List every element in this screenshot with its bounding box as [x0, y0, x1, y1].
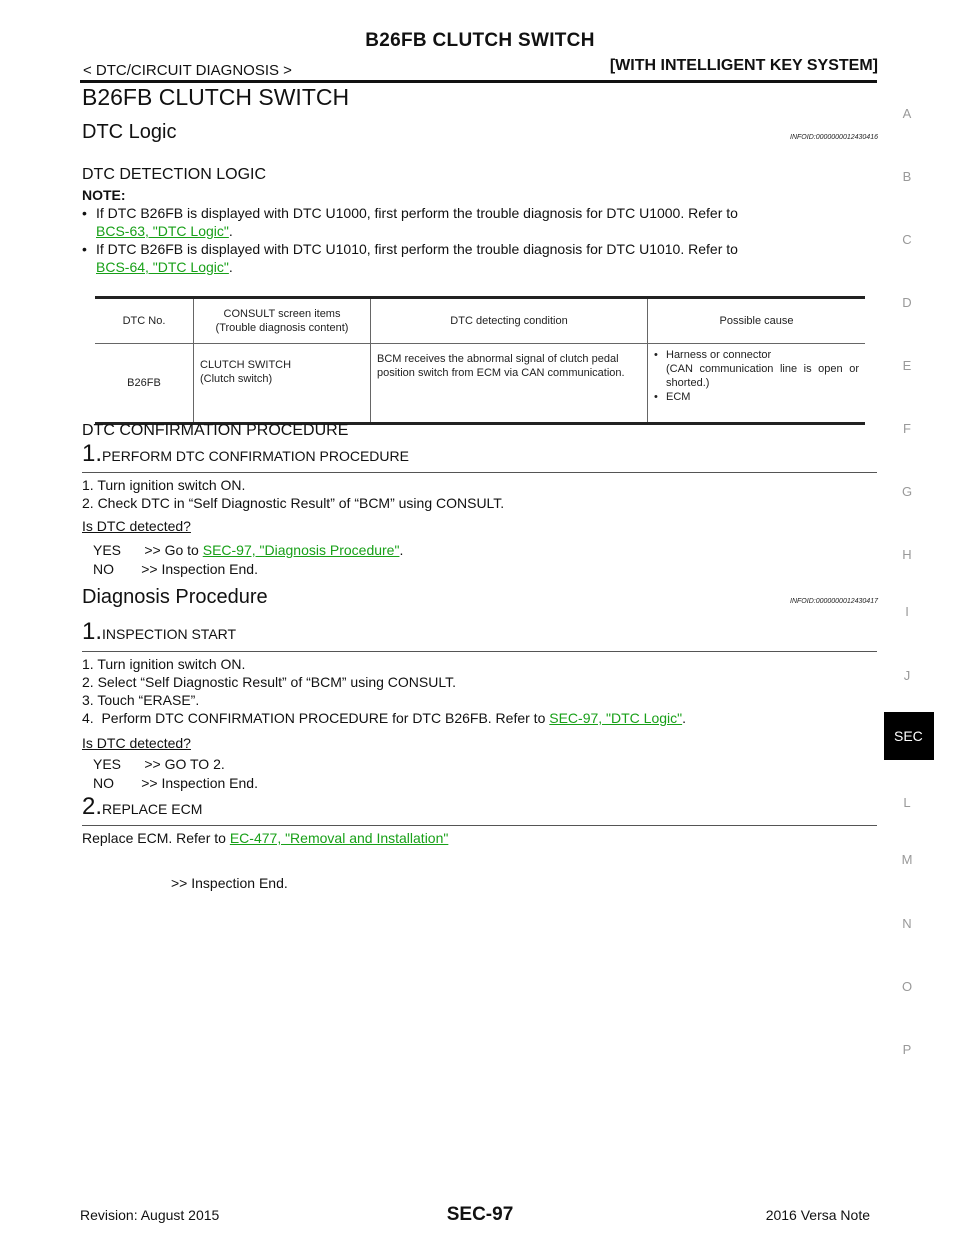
step-1-heading: 1.PERFORM DTC CONFIRMATION PROCEDURE — [82, 440, 409, 468]
index-tab-i[interactable]: I — [905, 604, 909, 619]
index-tab-g[interactable]: G — [901, 484, 913, 499]
footer-page-number: SEC-97 — [446, 1204, 514, 1225]
note-item: • If DTC B26FB is displayed with DTC U10… — [82, 204, 877, 240]
answer-punct: . — [399, 542, 404, 558]
list-item: 3. Touch “ERASE”. — [82, 692, 200, 708]
step-1-heading: 1.INSPECTION START — [82, 618, 236, 646]
header-rule — [80, 80, 877, 83]
answer-yes: YES >> Go to SEC-97, "Diagnosis Procedur… — [93, 541, 403, 559]
diagnosis-procedure-heading: Diagnosis Procedure — [82, 586, 268, 608]
dtc-logic-infoid: INFOID:0000000012430416 — [790, 134, 878, 141]
step-number: 1. — [82, 440, 103, 467]
cause-text: Harness or connector (CAN communication … — [666, 349, 859, 389]
list-item: 1. Turn ignition switch ON. — [82, 477, 246, 493]
link-sec-97-dtc-logic[interactable]: SEC-97, "DTC Logic" — [549, 710, 683, 726]
header-section: < DTC/CIRCUIT DIAGNOSIS > — [83, 62, 292, 79]
cell-causes: • Harness or connector (CAN communication… — [647, 343, 865, 425]
index-tab-f[interactable]: F — [903, 421, 911, 436]
bullet-icon: • — [654, 391, 658, 403]
dtc-confirmation-heading: DTC CONFIRMATION PROCEDURE — [82, 422, 349, 439]
header-variant: [WITH INTELLIGENT KEY SYSTEM] — [609, 57, 878, 74]
index-tab-n[interactable]: N — [902, 916, 912, 931]
step-rule — [82, 825, 877, 826]
index-tab-h[interactable]: H — [902, 547, 912, 562]
list-item: 1. Turn ignition switch ON. — [82, 656, 246, 672]
step-title: REPLACE ECM — [102, 801, 203, 817]
col-detecting-condition: DTC detecting condition — [370, 296, 648, 344]
dtc-table: DTC No. CONSULT screen items (Trouble di… — [95, 296, 865, 425]
note-punct: . — [228, 259, 233, 275]
step-2-heading: 2.REPLACE ECM — [82, 793, 202, 821]
link-sec-97-diagnosis[interactable]: SEC-97, "Diagnosis Procedure" — [202, 542, 400, 558]
table-header-row: DTC No. CONSULT screen items (Trouble di… — [95, 296, 865, 344]
bullet-icon: • — [82, 205, 87, 221]
step-1-list: 1. Turn ignition switch ON. 2. Select “S… — [82, 655, 686, 727]
answer-yes: YES >> GO TO 2. — [93, 756, 225, 772]
step-text: Replace ECM. Refer to — [82, 830, 230, 846]
question: Is DTC detected? — [82, 518, 191, 534]
index-tab-o[interactable]: O — [901, 979, 913, 994]
footer-revision: Revision: August 2015 — [80, 1207, 220, 1223]
index-tab-e[interactable]: E — [902, 358, 912, 373]
step-title: PERFORM DTC CONFIRMATION PROCEDURE — [102, 448, 409, 464]
index-tab-c[interactable]: C — [902, 232, 912, 247]
table-row: B26FB CLUTCH SWITCH (Clutch switch) BCM … — [95, 343, 865, 425]
dtc-logic-heading: DTC Logic — [82, 121, 177, 143]
step-rule — [82, 651, 877, 652]
step-2-text: Replace ECM. Refer to EC-477, "Removal a… — [82, 829, 448, 847]
index-tab-j[interactable]: J — [903, 668, 911, 683]
cause-text: ECM — [666, 391, 691, 403]
link-ec-477[interactable]: EC-477, "Removal and Installation" — [229, 830, 449, 846]
col-dtc-no: DTC No. — [95, 296, 194, 344]
cause-item: • ECM — [654, 390, 859, 404]
question: Is DTC detected? — [82, 735, 191, 751]
step-number: 2. — [82, 793, 103, 820]
index-tab-l[interactable]: L — [903, 795, 911, 810]
index-tab-p[interactable]: P — [902, 1042, 912, 1057]
index-tab-m[interactable]: M — [901, 852, 913, 867]
step-title: INSPECTION START — [102, 626, 237, 642]
answer-label: YES >> Go to — [93, 542, 203, 558]
page-title: B26FB CLUTCH SWITCH — [82, 84, 350, 110]
note-punct: . — [228, 223, 233, 239]
note-block: NOTE: • If DTC B26FB is displayed with D… — [82, 186, 877, 276]
footer-model: 2016 Versa Note — [765, 1207, 870, 1223]
answer-no: NO >> Inspection End. — [93, 775, 258, 791]
cell-dtc: B26FB — [95, 343, 194, 425]
link-bcs-64[interactable]: BCS-64, "DTC Logic" — [96, 259, 229, 275]
index-tab-b[interactable]: B — [902, 169, 912, 184]
list-item: 2. Check DTC in “Self Diagnostic Result”… — [82, 495, 505, 511]
bullet-icon: • — [654, 349, 658, 361]
note-item: • If DTC B26FB is displayed with DTC U10… — [82, 240, 877, 276]
step-2-end: >> Inspection End. — [171, 875, 288, 891]
step-rule — [82, 472, 877, 473]
step-1-list: 1. Turn ignition switch ON. 2. Check DTC… — [82, 476, 504, 512]
col-possible-cause: Possible cause — [647, 296, 865, 344]
note-text: If DTC B26FB is displayed with DTC U1000… — [96, 205, 738, 221]
cell-condition: BCM receives the abnormal signal of clut… — [370, 343, 648, 425]
index-tab-a[interactable]: A — [902, 106, 912, 121]
answer-no: NO >> Inspection End. — [93, 561, 258, 577]
header-title: B26FB CLUTCH SWITCH — [365, 30, 595, 51]
diagnosis-infoid: INFOID:0000000012430417 — [790, 598, 878, 605]
note-text: If DTC B26FB is displayed with DTC U1010… — [96, 241, 738, 257]
bullet-icon: • — [82, 241, 87, 257]
list-item: 2. Select “Self Diagnostic Result” of “B… — [82, 674, 456, 690]
list-text: 4. Perform DTC CONFIRMATION PROCEDURE fo… — [82, 710, 550, 726]
list-punct: . — [682, 710, 687, 726]
link-bcs-63[interactable]: BCS-63, "DTC Logic" — [96, 223, 229, 239]
dtc-detection-logic-heading: DTC DETECTION LOGIC — [82, 166, 267, 183]
step-number: 1. — [82, 618, 103, 645]
cell-item: CLUTCH SWITCH (Clutch switch) — [193, 343, 371, 425]
list-item: 4. Perform DTC CONFIRMATION PROCEDURE fo… — [82, 709, 686, 727]
cause-item: • Harness or connector (CAN communication… — [654, 348, 859, 390]
col-consult-items: CONSULT screen items (Trouble diagnosis … — [193, 296, 371, 344]
index-tab-d[interactable]: D — [902, 295, 912, 310]
note-label: NOTE: — [82, 187, 126, 203]
index-tab-sec[interactable]: SEC — [884, 712, 934, 760]
